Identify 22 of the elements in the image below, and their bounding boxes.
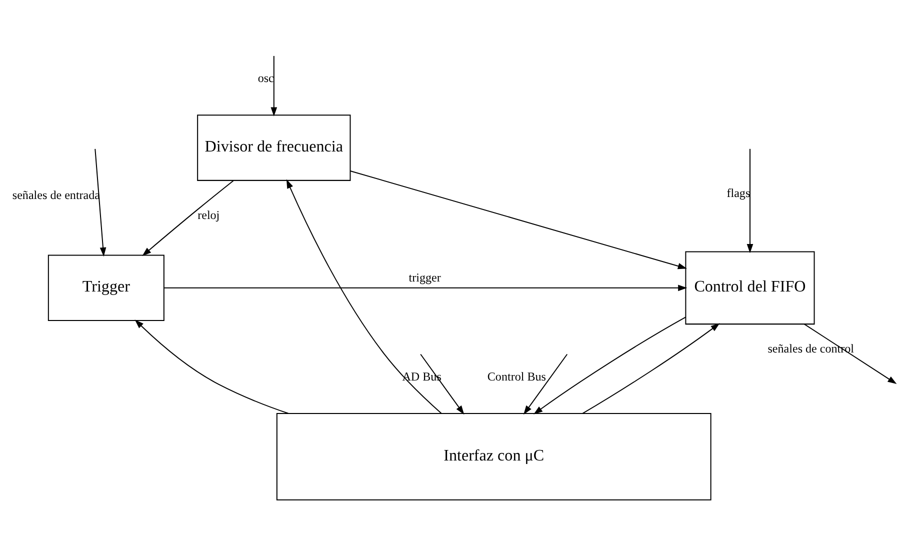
arrow — [134, 320, 288, 414]
node-box: Divisor de frecuencia — [196, 114, 350, 181]
edge-label: osc — [257, 70, 274, 85]
edge-label: flags — [726, 186, 750, 200]
arrow — [803, 324, 896, 384]
arrow — [164, 284, 687, 292]
arrow — [523, 354, 568, 415]
arrow — [420, 354, 464, 415]
node-box: Control del FIFO — [684, 251, 814, 325]
arrow — [142, 180, 234, 256]
node-box: Trigger — [47, 254, 164, 322]
node-box: Interfaz con μC — [276, 412, 711, 500]
edge-label: reloj — [197, 208, 220, 222]
arrow — [746, 148, 753, 254]
edge-label: Control Bus — [486, 369, 546, 384]
arrow — [270, 56, 277, 116]
arrow — [582, 323, 720, 414]
arrow — [286, 179, 442, 414]
arrow — [533, 316, 686, 414]
arrow — [94, 148, 106, 257]
arrow — [350, 170, 686, 270]
edge-label: trigger — [408, 270, 440, 284]
